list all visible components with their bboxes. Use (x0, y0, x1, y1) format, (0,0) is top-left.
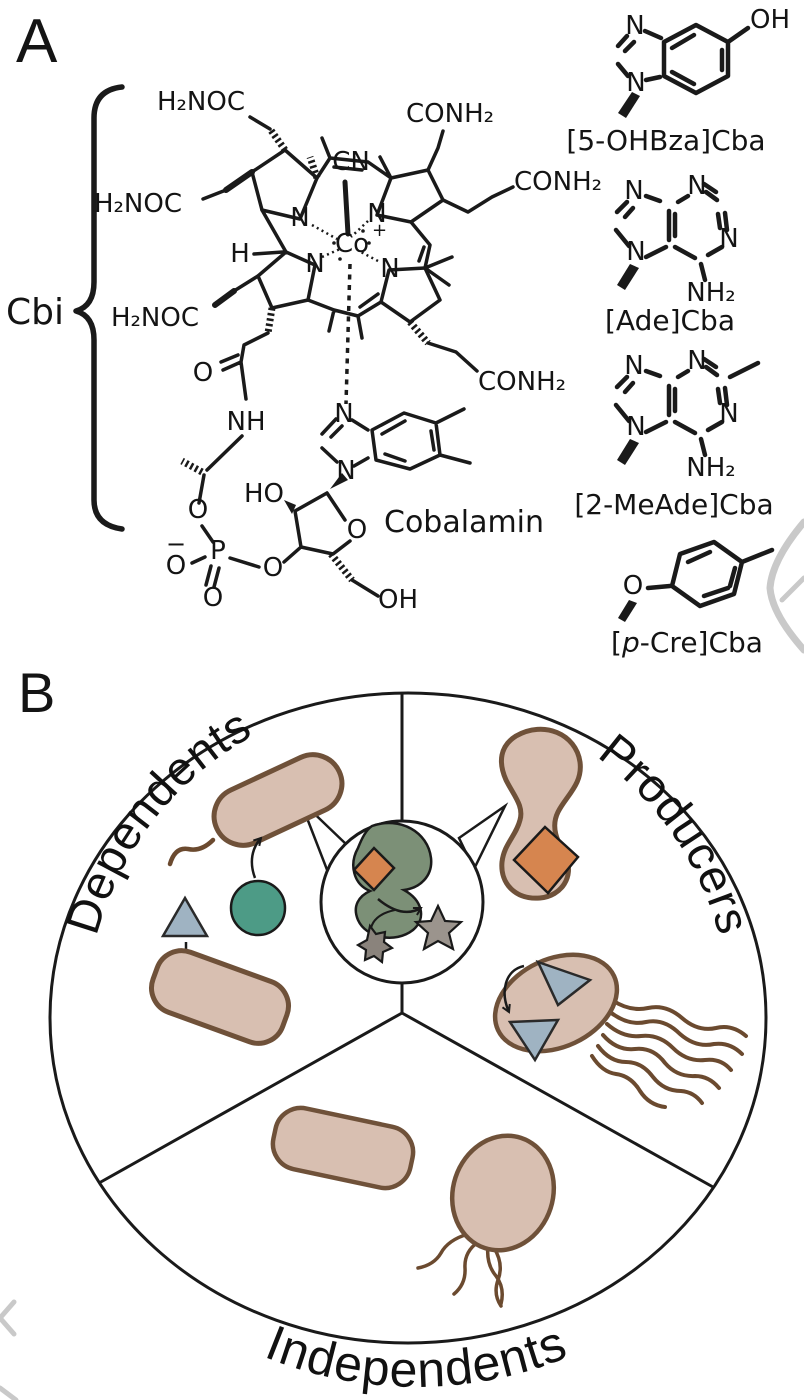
o-label: O (263, 553, 283, 583)
p-label: P (210, 536, 226, 566)
bacterium-rod (211, 752, 345, 848)
amide-label: CONH₂ (406, 99, 494, 129)
nh2-label: NH₂ (686, 278, 735, 308)
n-label: N (626, 237, 645, 267)
ligand-name: [2-MeAde]Cba (574, 488, 773, 521)
reaction-arrow (377, 898, 423, 916)
ligand-2meade: N N N N NH₂ [2-MeAde]Cba (574, 346, 773, 521)
nh2-label: NH₂ (686, 453, 735, 483)
n-label: N (625, 11, 644, 41)
amide-label: CONH₂ (478, 367, 566, 397)
o-label: O (193, 358, 213, 388)
oh-label: OH (750, 5, 790, 35)
n-label: N (626, 68, 645, 98)
cobamide-triangle (160, 895, 210, 938)
nh-label: NH (227, 407, 266, 437)
ligand-name: [Ade]Cba (605, 304, 735, 337)
ligand-name: [5-OHBza]Cba (566, 124, 765, 157)
ho-label: HO (244, 479, 284, 509)
panel-a-label: A (16, 7, 58, 76)
ring-n: N (380, 254, 399, 284)
amide-label: H₂NOC (157, 87, 245, 117)
n-label: N (719, 224, 738, 254)
independents-sector (270, 1105, 557, 1308)
n-label: N (687, 171, 706, 201)
o-label: O (203, 583, 223, 613)
cobalt-charge: + (372, 220, 387, 241)
o-label: O (188, 495, 208, 525)
amide-label: CONH₂ (514, 167, 602, 197)
flagellum (167, 837, 216, 867)
h-label: H (230, 239, 250, 269)
minus-charge: − (166, 530, 186, 558)
dependents-sector (149, 752, 345, 1046)
export-arrow (501, 964, 525, 1014)
community-circle (48, 691, 768, 1345)
wedge-bond (617, 439, 639, 465)
ring-n: N (367, 199, 386, 229)
ring-n: N (305, 249, 324, 279)
bacterium-oval (449, 1133, 557, 1253)
cofactor-square (512, 825, 580, 895)
oh-label: OH (378, 585, 418, 615)
benzimidazole-n: N (334, 399, 353, 429)
flagella-bundle (416, 1232, 504, 1308)
cobalt-label: Co (335, 229, 369, 259)
panel-a: A Cbi H₂NOC H₂NOC H₂NOC CONH₂ CONH₂ (6, 5, 790, 659)
uptake-arrow (250, 836, 263, 879)
ligand-ade: N N N N NH₂ [Ade]Cba (605, 171, 739, 337)
cn-label: CN (332, 147, 370, 177)
panel-b-label: B (18, 661, 55, 724)
cobamide-triangle (535, 959, 593, 1007)
o-label: O (166, 551, 186, 581)
benzimidazole-n: N (336, 456, 355, 486)
substrate-star (355, 923, 395, 965)
cobalamin-label: Cobalamin (384, 505, 544, 540)
ligand-pcre: O [p-Cre]Cba (611, 539, 775, 659)
producers-sector (492, 726, 748, 1109)
o-label: O (623, 571, 643, 601)
n-label: N (624, 176, 643, 206)
cbi-label: Cbi (6, 292, 64, 333)
wedge-bond (284, 500, 296, 514)
n-label: N (687, 346, 706, 376)
cobamide-circle (229, 879, 287, 937)
watermark-marks (0, 518, 804, 1400)
wedge-bond (617, 264, 639, 290)
ligand-name: [p-Cre]Cba (611, 626, 763, 659)
cbi-brace (73, 84, 125, 532)
cobamide-triangle (507, 1018, 561, 1063)
bacterium-rect (149, 948, 291, 1046)
ring-n: N (290, 203, 309, 233)
flagella-bundle (590, 998, 748, 1109)
o-label: O (347, 515, 367, 545)
sector-label-independents: Independents (259, 1314, 574, 1398)
sector-divider-lines (98, 693, 714, 1189)
product-star (413, 903, 464, 952)
n-label: N (624, 351, 643, 381)
cobalamin-structure: H₂NOC H₂NOC H₂NOC CONH₂ CONH₂ CONH₂ CN C… (94, 87, 602, 615)
n-label: N (719, 399, 738, 429)
wedge-bond (618, 600, 637, 622)
ligand-5ohbza: N N OH [5-OHBza]Cba (566, 5, 790, 157)
enzyme-scene (352, 821, 464, 965)
cofactor-square (352, 846, 396, 892)
panel-b: B (18, 661, 768, 1398)
amide-label: H₂NOC (94, 189, 182, 219)
n-label: N (626, 412, 645, 442)
sector-label-producers: Producers (590, 723, 761, 940)
wedge-bond (330, 473, 348, 489)
bacterium-rect (270, 1105, 416, 1191)
wedge-bond (618, 92, 640, 118)
amide-label: H₂NOC (111, 303, 199, 333)
